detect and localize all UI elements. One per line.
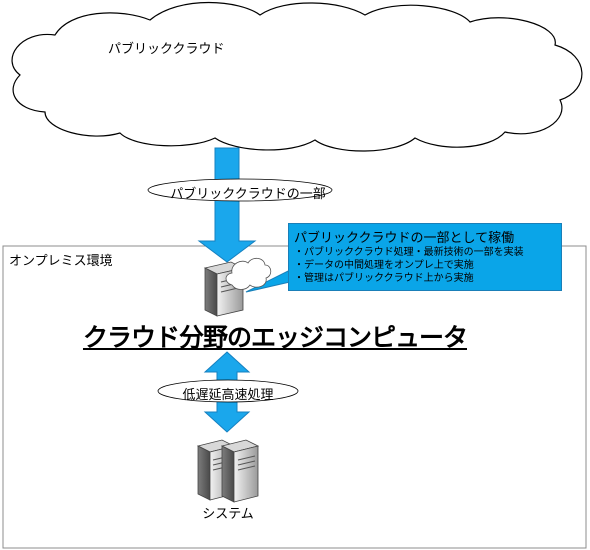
callout-title: パブリッククラウドの一部として稼働: [294, 231, 515, 246]
arrow-top-label-bubble: [147, 178, 333, 202]
arrow-bottom-label-bubble: [157, 379, 299, 403]
cloud-icon: [11, 1, 583, 152]
arrow-bottom-label: 低遅延高速処理: [182, 388, 274, 403]
callout-item: ・データの中間処理をオンプレ上で実施: [294, 260, 474, 271]
edge-server-icon: [203, 261, 245, 317]
callout-item: ・管理はパブリッククラウド上から実施: [294, 273, 474, 284]
cloud-label: パブリッククラウド: [108, 42, 225, 57]
edge-computer-title: クラウド分野のエッジコンピュータ: [82, 323, 468, 352]
arrow-down-top: [197, 147, 257, 263]
callout-box: パブリッククラウドの一部として稼働 ・パブリッククラウド処理・最新技術の一部を実…: [288, 223, 562, 291]
callout-item: ・パブリッククラウド処理・最新技術の一部を実装: [294, 247, 524, 258]
callout-list: ・パブリッククラウド処理・最新技術の一部を実装 ・データの中間処理をオンプレ上で…: [294, 246, 524, 285]
onprem-label: オンプレミス環境: [9, 254, 113, 269]
server-pair-icon: [196, 439, 260, 503]
mini-cloud-icon: [225, 257, 272, 290]
arrow-top-label: パブリッククラウドの一部: [170, 187, 326, 202]
system-label: システム: [202, 507, 254, 522]
